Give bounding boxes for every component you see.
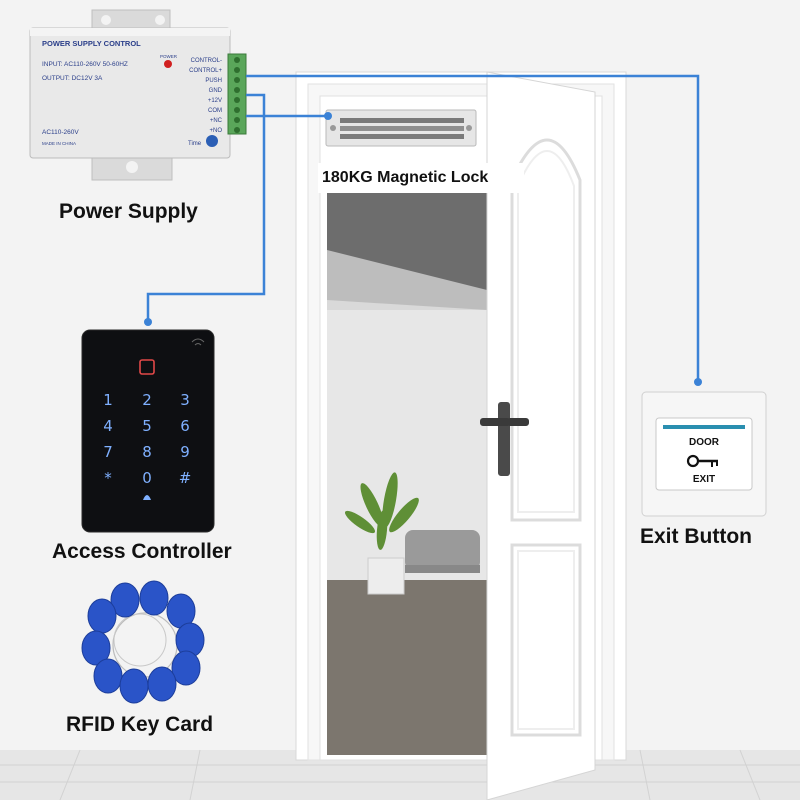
power-led [164,60,172,68]
terminal-label: COM [208,108,222,114]
ps-time-label: Time [188,141,202,147]
keypad-key: 7 [103,443,113,461]
keypad-key: 5 [142,417,152,435]
power-supply [29,9,247,181]
ps-power-led-label: POWER [160,54,178,59]
room-view [327,190,487,755]
terminal-labels: CONTROL- CONTROL+ PUSH GND +12V COM +NC +NO [189,58,223,134]
ps-label-title: POWER SUPPLY CONTROL [42,39,141,48]
ps-label-made: MADE IN CHINA [42,141,76,146]
keypad-key: * [104,469,112,487]
door-handle [480,418,510,426]
keypad-keys: 1 2 3 4 5 6 7 8 9 * 0 # [103,391,191,487]
caption-access-controller: Access Controller [52,540,232,563]
magnetic-lock [318,109,524,193]
wiring [146,74,700,382]
terminal-label: CONTROL- [191,58,222,64]
terminal-label: +NC [210,118,223,124]
keypad-key: 2 [142,391,152,409]
keypad-key: 8 [142,443,152,461]
rfid-key-cards [81,580,205,704]
caption-exit-button: Exit Button [640,525,752,548]
ps-label-output: OUTPUT: DC12V 3A [42,75,103,82]
caption-rfid-key-card: RFID Key Card [66,713,214,736]
keypad-key: # [179,469,192,487]
wire-access-controller [146,93,266,322]
terminal-label: CONTROL+ [189,68,222,74]
ps-label-input: INPUT: AC110-260V 50-60HZ [42,61,128,68]
exit-button-line1: DOOR [689,437,720,448]
exit-button-line2: EXIT [693,474,715,485]
open-door [480,71,596,800]
ps-label-ac: AC110-260V [42,129,79,136]
exit-button-device [641,391,767,517]
terminal-label: +NO [209,128,222,134]
terminal-label: PUSH [205,78,222,84]
time-knob [206,135,218,147]
keypad-key: 0 [142,469,152,487]
lock-label-bg [318,163,524,193]
keypad-key: 1 [103,391,113,409]
wire-exit-button [246,74,700,382]
terminal-label: +12V [208,98,222,104]
caption-power-supply: Power Supply [59,200,198,223]
keypad-key: 3 [180,391,190,409]
keypad-key: 4 [103,417,113,435]
terminal-label: GND [209,88,223,94]
keypad-key: 6 [180,417,190,435]
caption-magnetic-lock: 180KG Magnetic Lock [322,169,489,186]
access-controller-device [81,329,215,533]
floor-tiles [0,749,800,800]
keypad-key: 9 [180,443,190,461]
